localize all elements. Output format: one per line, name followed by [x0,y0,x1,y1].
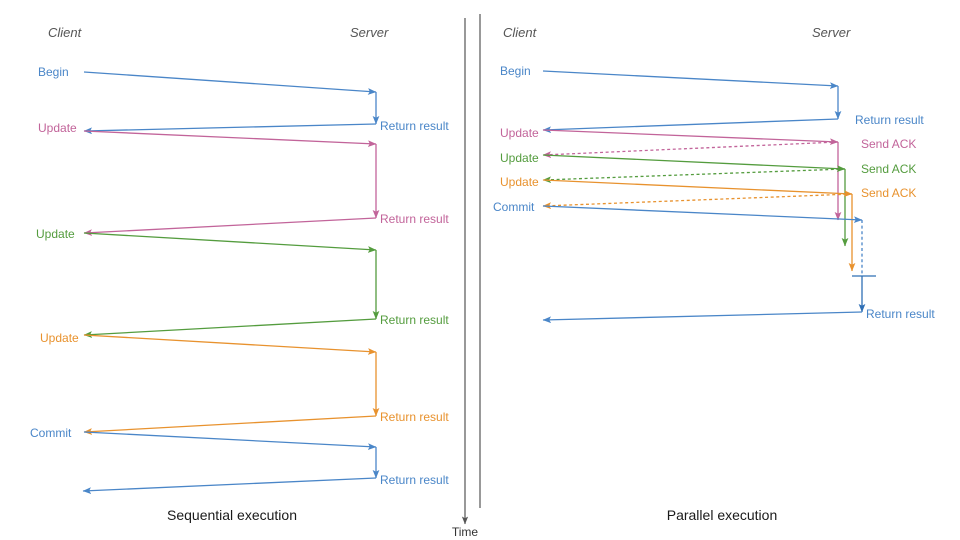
sequential-flow-begin-reply [83,123,377,135]
chrome-layer: Sequential execution Parallel executionTi… [167,14,777,539]
parallel-actor-server: Server [812,25,851,40]
sequential-flow-update1-reply [83,217,377,236]
sequential-flow-update2-reply [83,318,377,338]
flow-arrows-layer [82,70,876,495]
parallel-label-return-result-2: Return result [866,307,935,321]
sequential-flow-update2-request [83,232,377,253]
parallel-actor-client: Client [503,25,538,40]
sequential-label-return-result-2: Return result [380,212,449,226]
sequential-label-begin: Begin [38,65,69,79]
parallel-label-update-3: Update [500,175,539,189]
sequential-label-return-result-4: Return result [380,410,449,424]
parallel-label-send-ack-1: Send ACK [861,137,916,151]
parallel-flow-update2-ack [542,168,846,184]
sequential-label-return-result-5: Return result [380,473,449,487]
sequential-flow-update3-reply [83,415,377,435]
parallel-label-commit: Commit [493,200,535,214]
parallel-flow-commit-reply [542,311,863,324]
parallel-flow-commit-request [542,205,863,224]
sequential-label-update-1: Update [38,121,77,135]
parallel-flow-update2-request [542,154,846,173]
parallel-flow-begin-reply [542,118,839,134]
sequential-label-update-3: Update [40,331,79,345]
parallel-flow-update1-ack [542,141,839,159]
parallel-label-begin: Begin [500,64,531,78]
parallel-label-update-1: Update [500,126,539,140]
sequential-actor-server: Server [350,25,389,40]
sequential-label-return-result-1: Return result [380,119,449,133]
sequential-flow-update3-request [83,334,377,355]
parallel-flow-update3-ack [542,193,853,210]
parallel-caption: Parallel execution [667,507,778,523]
sequential-actor-client: Client [48,25,83,40]
actor-labels-layer: Client Server Client Server [48,25,851,40]
sequential-caption: Sequential execution [167,507,297,523]
sequential-label-return-result-3: Return result [380,313,449,327]
parallel-label-return-result-1: Return result [855,113,924,127]
sequential-label-update-2: Update [36,227,75,241]
sequential-flow-commit-reply [82,477,377,495]
parallel-flow-begin-request [542,70,839,89]
sequential-flow-update1-request [83,130,377,148]
parallel-label-update-2: Update [500,151,539,165]
parallel-label-send-ack-2: Send ACK [861,162,916,176]
time-axis-label: Time [452,525,479,539]
parallel-flow-update3-request [542,179,853,198]
sequential-flow-commit-request [83,431,377,450]
sequential-label-commit: Commit [30,426,72,440]
parallel-flow-update1-request [542,129,839,146]
sequential-flow-begin-request [83,71,377,95]
parallel-label-send-ack-3: Send ACK [861,186,916,200]
